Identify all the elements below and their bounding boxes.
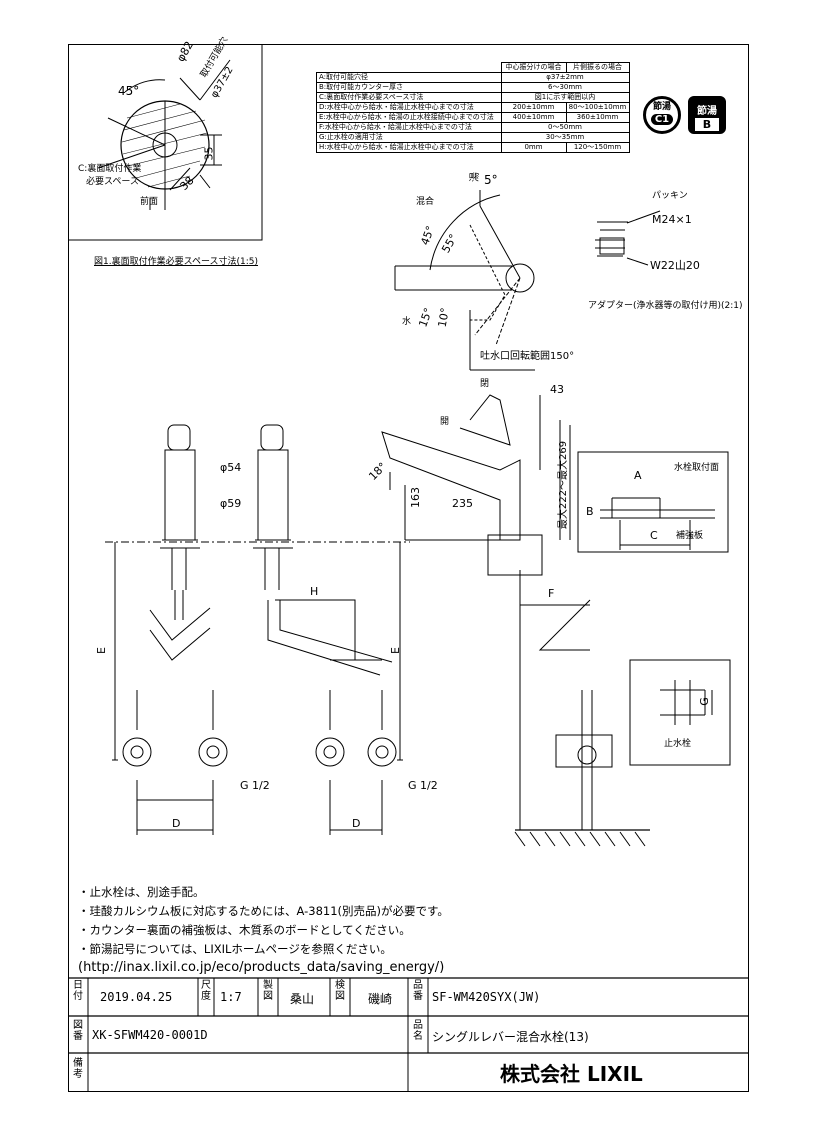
front-d54: φ54 (220, 461, 242, 474)
drawing-no-label: 図番 (73, 1020, 83, 1042)
front-g: G 1/2 (240, 779, 270, 792)
detail-stop-valve: 止水栓 (664, 739, 692, 749)
product-name-value: シングルレバー混合水栓(13) (432, 1030, 589, 1044)
drawing-no-value: XK-SFWM420-0001D (92, 1028, 208, 1042)
rotation-mix: 混合 (416, 197, 435, 207)
remarks-label: 備考 (73, 1058, 83, 1080)
fig1-dim-35: 35 (202, 146, 216, 161)
adapter-packing: パッキン (652, 191, 688, 201)
counter-detail-box (577, 451, 729, 553)
side-open: 開 (440, 417, 450, 427)
front-d59: φ59 (220, 497, 242, 510)
fig1-space-label-2: 必要スペース (86, 177, 139, 187)
front-d2: D (352, 817, 361, 830)
rotation-water: 水 (402, 317, 412, 327)
adapter-thread2: W22山20 (650, 259, 700, 272)
rotation-angle-10: 10° (435, 306, 452, 329)
fig1-caption: 図1.裏面取付作業必要スペース寸法(1:5) (94, 257, 259, 267)
side-view (381, 394, 571, 576)
side-d163: 163 (409, 487, 422, 508)
scale-value: 1:7 (220, 990, 242, 1004)
checked-value: 磯崎 (368, 992, 393, 1006)
drawn-label: 製図 (263, 980, 273, 1002)
note-1: ・止水栓は、別途手配。 (78, 885, 205, 899)
front-d: D (172, 817, 181, 830)
adapter-caption: アダプター(浄水器等の取付け用)(2:1) (588, 301, 743, 311)
product-no-value: SF-WM420SYX(JW) (432, 990, 541, 1004)
detail-mount-face: 水栓取付面 (674, 463, 720, 473)
b-badge: 節湯 B (688, 96, 726, 134)
front-view-left (122, 424, 228, 767)
rotation-hot: 湯 (470, 172, 481, 182)
detail-c: C (650, 529, 658, 542)
date-label: 日付 (73, 980, 83, 1002)
fig1-space-label-1: C:裏面取付作業 (78, 164, 142, 174)
product-name-label: 品名 (413, 1020, 423, 1042)
side-height: 最大222～最大269 (558, 440, 570, 530)
product-no-label: 品番 (413, 980, 423, 1002)
rotation-center (505, 263, 535, 293)
spec-header-side: 片側振るの場合 (565, 62, 630, 73)
note-4: ・節湯記号については、LIXILホームページを参照ください。 (78, 942, 392, 956)
detail-g: G (697, 697, 711, 706)
detail-reinforce: 補強板 (676, 531, 704, 541)
detail-a: A (634, 469, 642, 482)
rotation-angle-5: 5° (484, 173, 498, 187)
front-h: H (310, 585, 319, 598)
note-3: ・カウンター裏面の補強板は、木質系のボードとしてください。 (78, 923, 411, 937)
front-e: E (94, 647, 108, 654)
company-name: 株式会社 LIXIL (500, 1062, 643, 1086)
spec-header-center: 中心振分けの場合 (500, 62, 567, 73)
front-e2: E (388, 647, 402, 654)
table-row: C:裏面取付作業必要スペース寸法図1に示す範囲以内 (316, 92, 630, 103)
stop-valve-detail (629, 659, 731, 766)
side-d235: 235 (452, 497, 473, 510)
note-2: ・珪酸カルシウム板に対応するためには、A-3811(別売品)が必要です。 (78, 904, 449, 918)
detail-f: F (548, 587, 555, 600)
front-g2: G 1/2 (408, 779, 438, 792)
drawn-value: 桑山 (290, 992, 315, 1006)
g1-badge: 節湯 C1 (643, 96, 681, 134)
note-5: (http://inax.lixil.co.jp/eco/products_da… (78, 960, 445, 975)
checked-label: 検図 (335, 980, 345, 1002)
scale-label: 尺度 (201, 980, 211, 1002)
rotation-spout-range: 吐水口回転範囲150° (480, 351, 575, 362)
fig1-angle: 45° (118, 84, 140, 98)
side-close: 閉 (480, 379, 490, 389)
date-value: 2019.04.25 (100, 990, 173, 1004)
fig1-front: 前面 (140, 197, 159, 207)
fig1-frame (68, 44, 263, 241)
detail-b: B (586, 505, 594, 518)
adapter-thread1: M24×1 (652, 213, 692, 226)
side-d43: 43 (550, 383, 564, 396)
